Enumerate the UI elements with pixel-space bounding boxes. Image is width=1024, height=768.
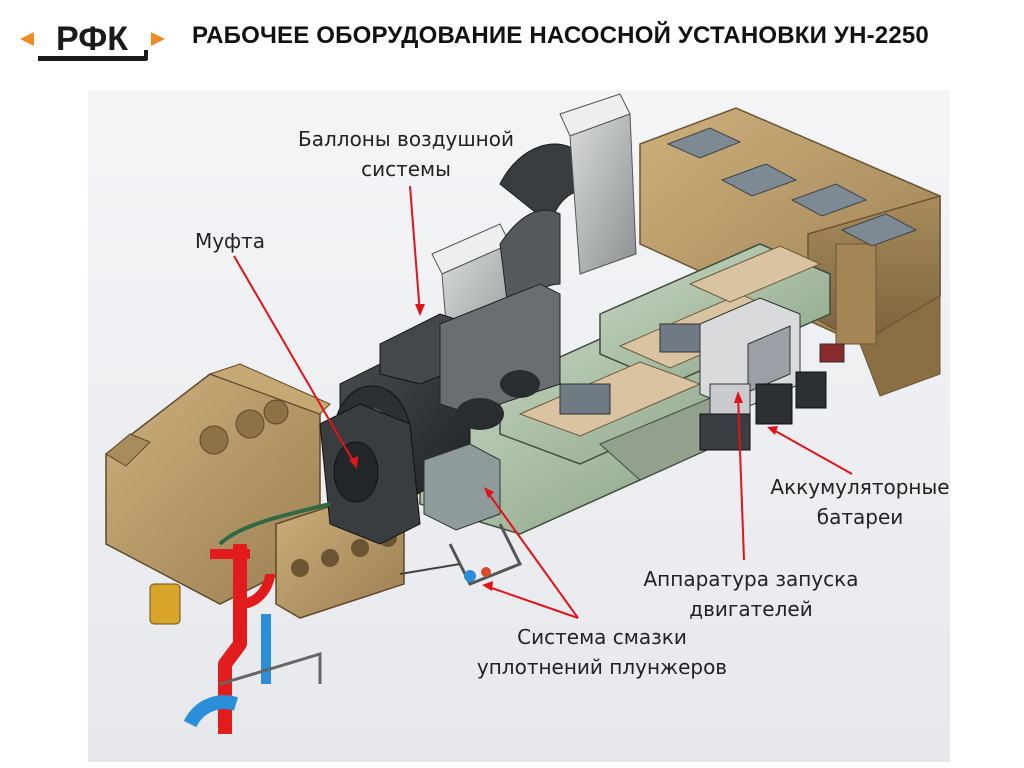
callout-air-cylinders: Баллоны воздушной системы: [286, 124, 526, 184]
logo-text: РФК: [56, 20, 128, 58]
callout-air-cylinders-line1: Баллоны воздушной: [298, 127, 514, 151]
discharge-piping: [183, 544, 322, 734]
electrical-cabinets: [699, 297, 845, 451]
hatch: [790, 183, 868, 217]
battery: [699, 413, 751, 451]
plunger-pump: [105, 363, 421, 625]
logo-underline-tick: [144, 50, 148, 60]
radiator-housing: [639, 107, 941, 397]
leader-lines: [233, 185, 853, 619]
callout-coupling: Муфта: [180, 226, 280, 256]
battery: [755, 383, 793, 425]
hatch: [666, 127, 742, 159]
callout-batteries-line2: батареи: [816, 505, 904, 529]
callout-coupling-line1: Муфта: [194, 229, 266, 253]
logo-right-arrow: [151, 32, 165, 46]
callout-batteries-line1: Аккумуляторные: [770, 475, 950, 499]
callout-engine-start: Аппаратура запуска двигателей: [636, 564, 866, 624]
hatch: [840, 213, 918, 247]
leader-arrowheads: [349, 304, 778, 591]
hatch: [720, 163, 798, 197]
logo-left-arrow: [20, 32, 34, 46]
callout-engine-start-line2: двигателей: [689, 597, 813, 621]
rfk-logo: РФК: [20, 20, 165, 61]
callout-engine-start-line1: Аппаратура запуска: [643, 567, 859, 591]
page-title: РАБОЧЕЕ ОБОРУДОВАНИЕ НАСОСНОЙ УСТАНОВКИ …: [192, 22, 929, 49]
callout-lubrication-line2: уплотнений плунжеров: [476, 655, 728, 679]
logo-underline: [38, 56, 147, 61]
callout-batteries: Аккумуляторные батареи: [760, 472, 960, 532]
callout-lubrication: Система смазки уплотнений плунжеров: [462, 622, 742, 682]
pump-unit-illustration: [88, 90, 950, 762]
callout-air-cylinders-line2: системы: [361, 157, 451, 181]
lubrication-station: [399, 443, 523, 586]
battery: [795, 371, 827, 409]
callout-lubrication-line1: Система смазки: [517, 625, 687, 649]
